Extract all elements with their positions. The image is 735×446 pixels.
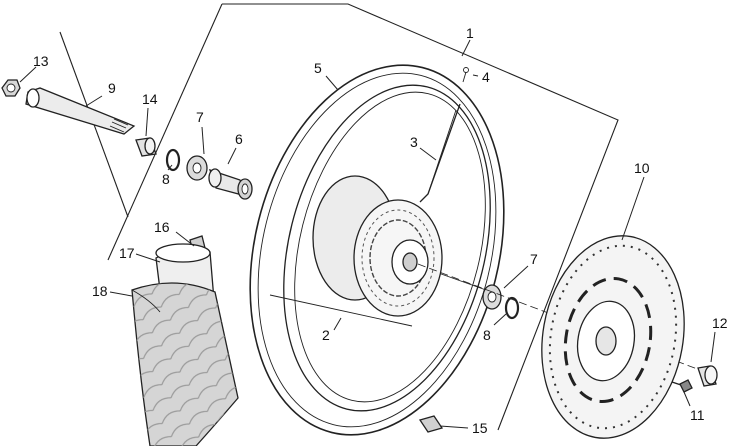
- tyre-icon: [131, 282, 239, 446]
- part-labels: 1 2 3 4 5 6 7 7 8 8 9 10 11 12 13 14 15 …: [33, 25, 728, 436]
- part-number-7-left: 7: [196, 109, 204, 125]
- valve-icon: [462, 67, 469, 83]
- part-number-2: 2: [322, 327, 330, 343]
- spacer-bush-icon: [697, 365, 718, 387]
- part-number-13: 13: [33, 53, 49, 69]
- leader-lines: [19, 39, 716, 429]
- part-number-5: 5: [314, 60, 322, 76]
- part-number-18: 18: [92, 283, 108, 299]
- disc-screw-icon: [671, 379, 693, 393]
- balancing-weight-icon: [418, 415, 444, 433]
- axle-nut-icon: [1, 79, 21, 97]
- part-number-12: 12: [712, 315, 728, 331]
- spacer-tube-icon: [208, 168, 253, 200]
- part-number-11: 11: [690, 407, 705, 423]
- part-number-3: 3: [410, 134, 418, 150]
- part-number-1: 1: [466, 25, 474, 41]
- part-number-10: 10: [634, 160, 650, 176]
- part-number-14: 14: [142, 91, 158, 107]
- part-number-17: 17: [119, 245, 135, 261]
- part-number-9: 9: [108, 80, 116, 96]
- bearing-right-icon: [482, 284, 502, 310]
- brake-disc-icon: [541, 235, 685, 439]
- bearing-icon: [186, 155, 208, 181]
- part-number-6: 6: [235, 131, 243, 147]
- wheel-hub-icon: [312, 175, 443, 317]
- part-number-4: 4: [482, 69, 490, 85]
- part-number-7-right: 7: [530, 251, 538, 267]
- part-number-15: 15: [472, 420, 488, 436]
- spacer-icon: [135, 137, 157, 157]
- part-number-8-left: 8: [162, 171, 170, 187]
- circlip-icon: [165, 148, 181, 172]
- wheel-axle-icon: [25, 87, 136, 135]
- part-number-8-right: 8: [483, 327, 491, 343]
- circlip-right-icon: [504, 296, 520, 320]
- part-number-16: 16: [154, 219, 170, 235]
